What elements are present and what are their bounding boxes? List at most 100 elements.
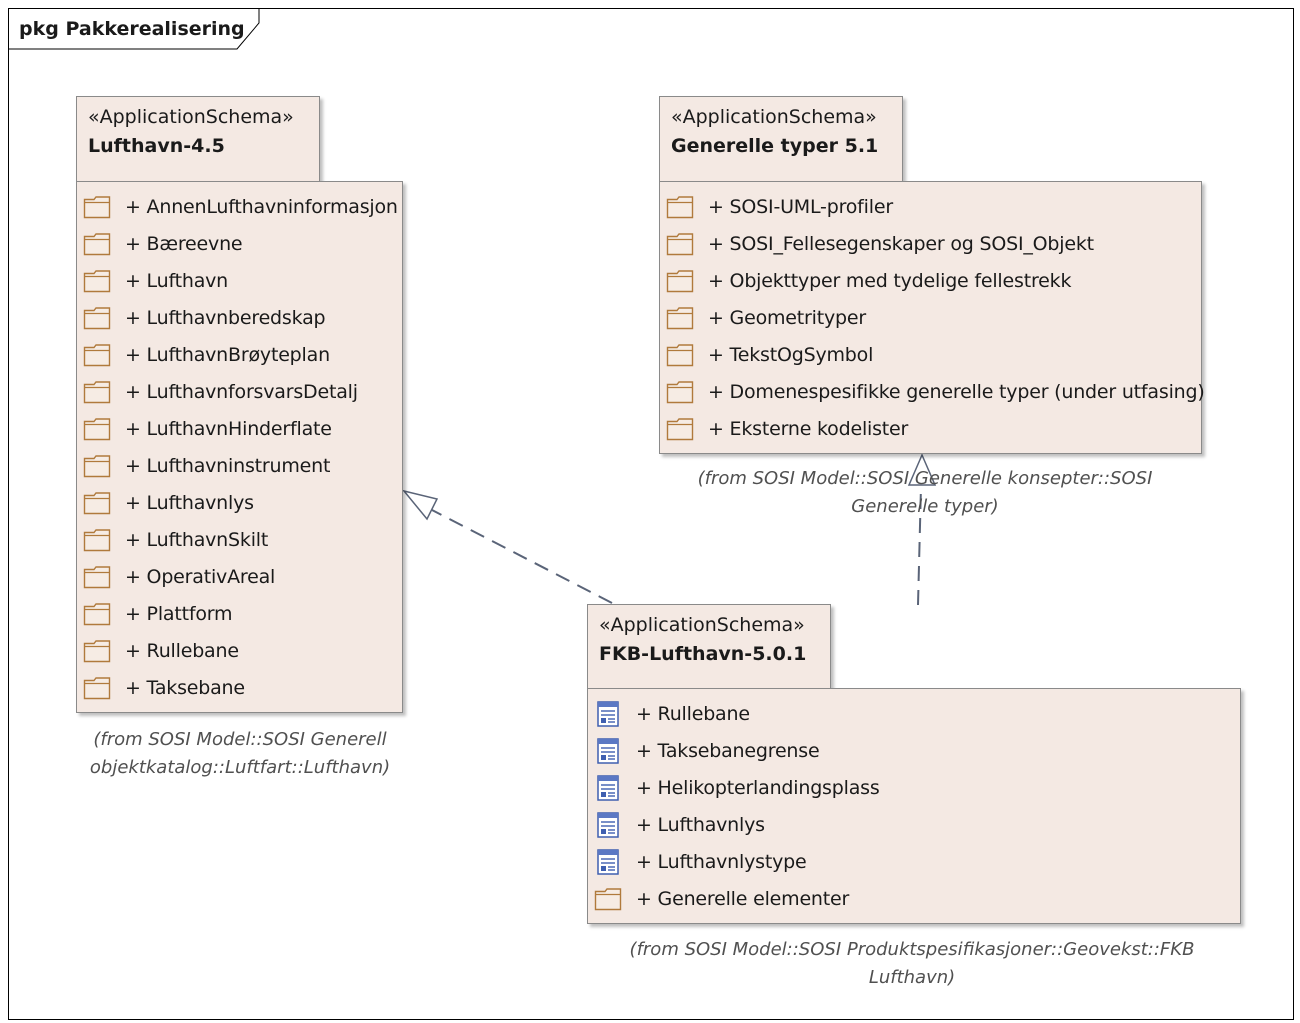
package-name: FKB-Lufthavn-5.0.1 xyxy=(599,643,807,665)
folder-icon xyxy=(83,564,111,590)
package-item[interactable]: + Rullebane xyxy=(594,699,750,729)
package-body-fkb[interactable]: + Rullebane + Taksebanegrense + Helikopter… xyxy=(587,688,1241,924)
package-stereotype: «ApplicationSchema» xyxy=(671,106,877,128)
package-item[interactable]: + SOSI-UML-profiler xyxy=(666,192,893,222)
folder-icon xyxy=(666,268,694,294)
package-item[interactable]: + Lufthavnlystype xyxy=(594,847,807,877)
package-item-label: + Domenespesifikke generelle typer (unde… xyxy=(708,381,1205,403)
folder-icon xyxy=(83,527,111,553)
package-name: Lufthavn-4.5 xyxy=(88,135,225,157)
package-item[interactable]: + Objekttyper med tydelige fellestrekk xyxy=(666,266,1071,296)
realization-line-generelle[interactable] xyxy=(917,485,922,606)
package-origin-lufthavn: (from SOSI Model::SOSI Generell objektka… xyxy=(40,726,440,782)
package-item[interactable]: + Helikopterlandingsplass xyxy=(594,773,880,803)
package-item-label: + Lufthavnberedskap xyxy=(125,307,326,329)
package-tab-generelle[interactable]: «ApplicationSchema» Generelle typer 5.1 xyxy=(659,96,903,182)
realization-arrowhead-generelle xyxy=(907,453,937,486)
package-item[interactable]: + Geometrityper xyxy=(666,303,866,333)
folder-icon xyxy=(666,379,694,405)
folder-icon xyxy=(83,379,111,405)
realization-line-lufthavn[interactable] xyxy=(431,509,613,604)
package-item-label: + SOSI_Fellesegenskaper og SOSI_Objekt xyxy=(708,233,1094,255)
folder-icon xyxy=(666,231,694,257)
package-item-label: + Rullebane xyxy=(125,640,239,662)
origin-line-2: Lufthavn) xyxy=(868,967,956,988)
package-name: Generelle typer 5.1 xyxy=(671,135,879,157)
package-item[interactable]: + OperativAreal xyxy=(83,562,275,592)
package-item-label: + Plattform xyxy=(125,603,233,625)
class-diagram-icon xyxy=(594,701,622,727)
package-item-label: + Lufthavn xyxy=(125,270,229,292)
package-item-label: + Lufthavnlys xyxy=(636,814,765,836)
package-item[interactable]: + Lufthavn xyxy=(83,266,228,296)
package-item-label: + Lufthavnlys xyxy=(125,492,254,514)
class-diagram-icon xyxy=(594,849,622,875)
folder-icon xyxy=(666,305,694,331)
folder-icon xyxy=(83,194,111,220)
package-item[interactable]: + Bæreevne xyxy=(83,229,243,259)
package-item-label: + AnnenLufthavninformasjon xyxy=(125,196,398,218)
package-item[interactable]: + Eksterne kodelister xyxy=(666,414,908,444)
package-item-label: + TekstOgSymbol xyxy=(708,344,874,366)
folder-icon xyxy=(666,342,694,368)
package-item-label: + SOSI-UML-profiler xyxy=(708,196,893,218)
package-tab-lufthavn[interactable]: «ApplicationSchema» Lufthavn-4.5 xyxy=(76,96,320,182)
class-diagram-icon xyxy=(594,812,622,838)
folder-icon xyxy=(83,416,111,442)
origin-line-2: objektkatalog::Luftfart::Lufthavn) xyxy=(89,757,391,778)
package-item-label: + LufthavnforsvarsDetalj xyxy=(125,381,358,403)
package-item[interactable]: + Lufthavnberedskap xyxy=(83,303,326,333)
realization-arrowhead-lufthavn xyxy=(401,489,439,521)
folder-icon xyxy=(594,886,622,912)
package-stereotype: «ApplicationSchema» xyxy=(88,106,294,128)
package-item-label: + Lufthavninstrument xyxy=(125,455,331,477)
package-item[interactable]: + LufthavnSkilt xyxy=(83,525,268,555)
folder-icon xyxy=(666,194,694,220)
frame-label-outline xyxy=(9,9,260,50)
package-item[interactable]: + Generelle elementer xyxy=(594,884,849,914)
package-origin-generelle: (from SOSI Model::SOSI Generelle konsept… xyxy=(660,465,1190,521)
package-item[interactable]: + Lufthavnlys xyxy=(594,810,765,840)
class-diagram-icon xyxy=(594,738,622,764)
package-item-label: + Objekttyper med tydelige fellestrekk xyxy=(708,270,1072,292)
folder-icon xyxy=(83,453,111,479)
package-item[interactable]: + Rullebane xyxy=(83,636,239,666)
package-tab-fkb[interactable]: «ApplicationSchema» FKB-Lufthavn-5.0.1 xyxy=(587,604,831,690)
package-item-label: + Generelle elementer xyxy=(636,888,850,910)
package-item[interactable]: + Lufthavninstrument xyxy=(83,451,330,481)
package-item-label: + Lufthavnlystype xyxy=(636,851,807,873)
origin-line-2: Generelle typer) xyxy=(851,496,999,517)
package-item[interactable]: + LufthavnBrøyteplan xyxy=(83,340,330,370)
package-item[interactable]: + Plattform xyxy=(83,599,233,629)
package-body-generelle[interactable]: + SOSI-UML-profiler + SOSI_Fellesegenskap… xyxy=(659,181,1205,454)
package-item-label: + Eksterne kodelister xyxy=(708,418,909,440)
package-item[interactable]: + TekstOgSymbol xyxy=(666,340,873,370)
package-item-label: + Geometrityper xyxy=(708,307,866,329)
class-diagram-icon xyxy=(594,775,622,801)
package-item[interactable]: + Taksebane xyxy=(83,673,245,703)
package-item[interactable]: + Lufthavnlys xyxy=(83,488,254,518)
package-item-label: + OperativAreal xyxy=(125,566,276,588)
frame-title: pkg Pakkerealisering xyxy=(19,18,245,40)
package-item-label: + Taksebane xyxy=(125,677,245,699)
folder-icon xyxy=(83,638,111,664)
package-body-lufthavn[interactable]: + AnnenLufthavninformasjon + Bæreevne + Lu… xyxy=(76,181,403,713)
package-item[interactable]: + SOSI_Fellesegenskaper og SOSI_Objekt xyxy=(666,229,1094,259)
package-item[interactable]: + LufthavnforsvarsDetalj xyxy=(83,377,358,407)
package-item[interactable]: + LufthavnHinderflate xyxy=(83,414,332,444)
package-item-label: + LufthavnSkilt xyxy=(125,529,269,551)
folder-icon xyxy=(666,416,694,442)
package-origin-fkb: (from SOSI Model::SOSI Produktspesifikas… xyxy=(580,936,1244,992)
folder-icon xyxy=(83,675,111,701)
folder-icon xyxy=(83,305,111,331)
folder-icon xyxy=(83,490,111,516)
folder-icon xyxy=(83,342,111,368)
origin-line-1: (from SOSI Model::SOSI Generell xyxy=(93,729,387,750)
folder-icon xyxy=(83,231,111,257)
package-item[interactable]: + Taksebanegrense xyxy=(594,736,820,766)
package-item[interactable]: + Domenespesifikke generelle typer (unde… xyxy=(666,377,1205,407)
package-item-label: + Rullebane xyxy=(636,703,750,725)
package-item-label: + LufthavnHinderflate xyxy=(125,418,332,440)
package-item[interactable]: + AnnenLufthavninformasjon xyxy=(83,192,398,222)
